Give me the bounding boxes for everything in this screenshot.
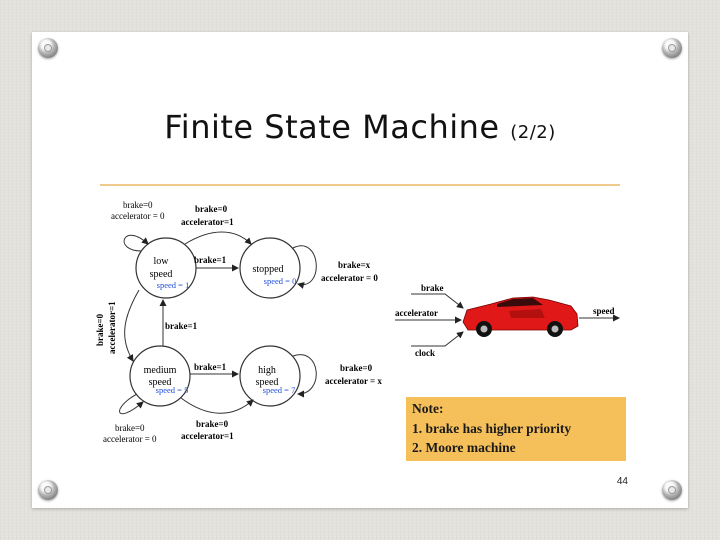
state-medium-label-1: medium (144, 365, 177, 376)
label-stopped-self-2: accelerator = 0 (321, 273, 378, 283)
transition-low-self (123, 234, 149, 252)
pushpin-icon (662, 480, 682, 500)
label-medium-self-1: brake=0 (115, 423, 145, 433)
state-medium-output: speed = 5 (156, 385, 189, 395)
label-bottom-1: brake=0 (196, 419, 229, 429)
title-divider (100, 184, 620, 186)
label-medium-self-2: accelerator = 0 (103, 434, 157, 444)
input-brake-arrow (411, 293, 464, 309)
label-medium-low: brake=1 (165, 321, 198, 331)
label-high-self-2: accelerator = x (325, 376, 382, 386)
label-low-self-2: accelerator = 0 (111, 211, 165, 221)
label-left-vertical-1: brake=0 (95, 313, 105, 346)
transition-medium-high-bottom (180, 397, 254, 414)
label-stopped-self-1: brake=x (338, 260, 371, 270)
note-box: Note: 1. brake has higher priority 2. Mo… (406, 397, 626, 461)
input-brake-label: brake (421, 283, 444, 293)
label-left-vertical-2: accelerator=1 (107, 301, 117, 354)
label-low-stopped-2: accelerator=1 (181, 217, 234, 227)
title-main: Finite State Machine (164, 108, 500, 146)
pushpin-icon (38, 38, 58, 58)
note-item-2: 2. Moore machine (412, 440, 516, 455)
transition-low-stopped-top (184, 231, 252, 245)
note-item-1: 1. brake has higher priority (412, 421, 572, 436)
transition-medium-self (119, 393, 144, 415)
transition-low-medium (124, 289, 140, 362)
transition-high-self (292, 354, 317, 398)
state-high-label-1: high (258, 365, 276, 376)
transition-stopped-self (292, 245, 317, 289)
page-number: 44 (616, 476, 628, 487)
state-medium-label-2: speed (149, 377, 172, 388)
fsm-diagram: low speed speed = 1 stopped speed = 0 me… (95, 200, 620, 444)
note-heading: Note: (412, 401, 444, 416)
fsm-figure: low speed speed = 1 stopped speed = 0 me… (93, 196, 628, 461)
state-high-label-2: speed (256, 377, 279, 388)
state-stopped-output: speed = 0 (264, 276, 297, 286)
input-clock-arrow (411, 331, 464, 347)
state-low-label-2: speed (150, 269, 173, 280)
state-high-output: speed = 7 (263, 385, 296, 395)
title-sub: (2/2) (510, 122, 556, 143)
pushpin-icon (38, 480, 58, 500)
car-icon (462, 296, 579, 337)
label-low-self-1: brake=0 (123, 200, 153, 210)
slide-title: Finite State Machine (2/2) (0, 108, 720, 146)
state-medium (129, 345, 191, 407)
label-medium-high: brake=1 (194, 362, 227, 372)
input-clock-label: clock (415, 348, 435, 358)
state-low-label-1: low (154, 256, 170, 267)
label-high-self-1: brake=0 (340, 363, 373, 373)
state-stopped (239, 237, 301, 299)
label-low-stopped-3: brake=1 (194, 255, 227, 265)
input-accelerator-label: accelerator (395, 308, 438, 318)
output-speed-label: speed (593, 306, 615, 316)
state-stopped-label: stopped (252, 264, 283, 275)
pushpin-icon (662, 38, 682, 58)
state-low-output: speed = 1 (157, 280, 190, 290)
state-high (239, 345, 301, 407)
label-bottom-2: accelerator=1 (181, 431, 234, 441)
label-low-stopped-1: brake=0 (195, 204, 228, 214)
